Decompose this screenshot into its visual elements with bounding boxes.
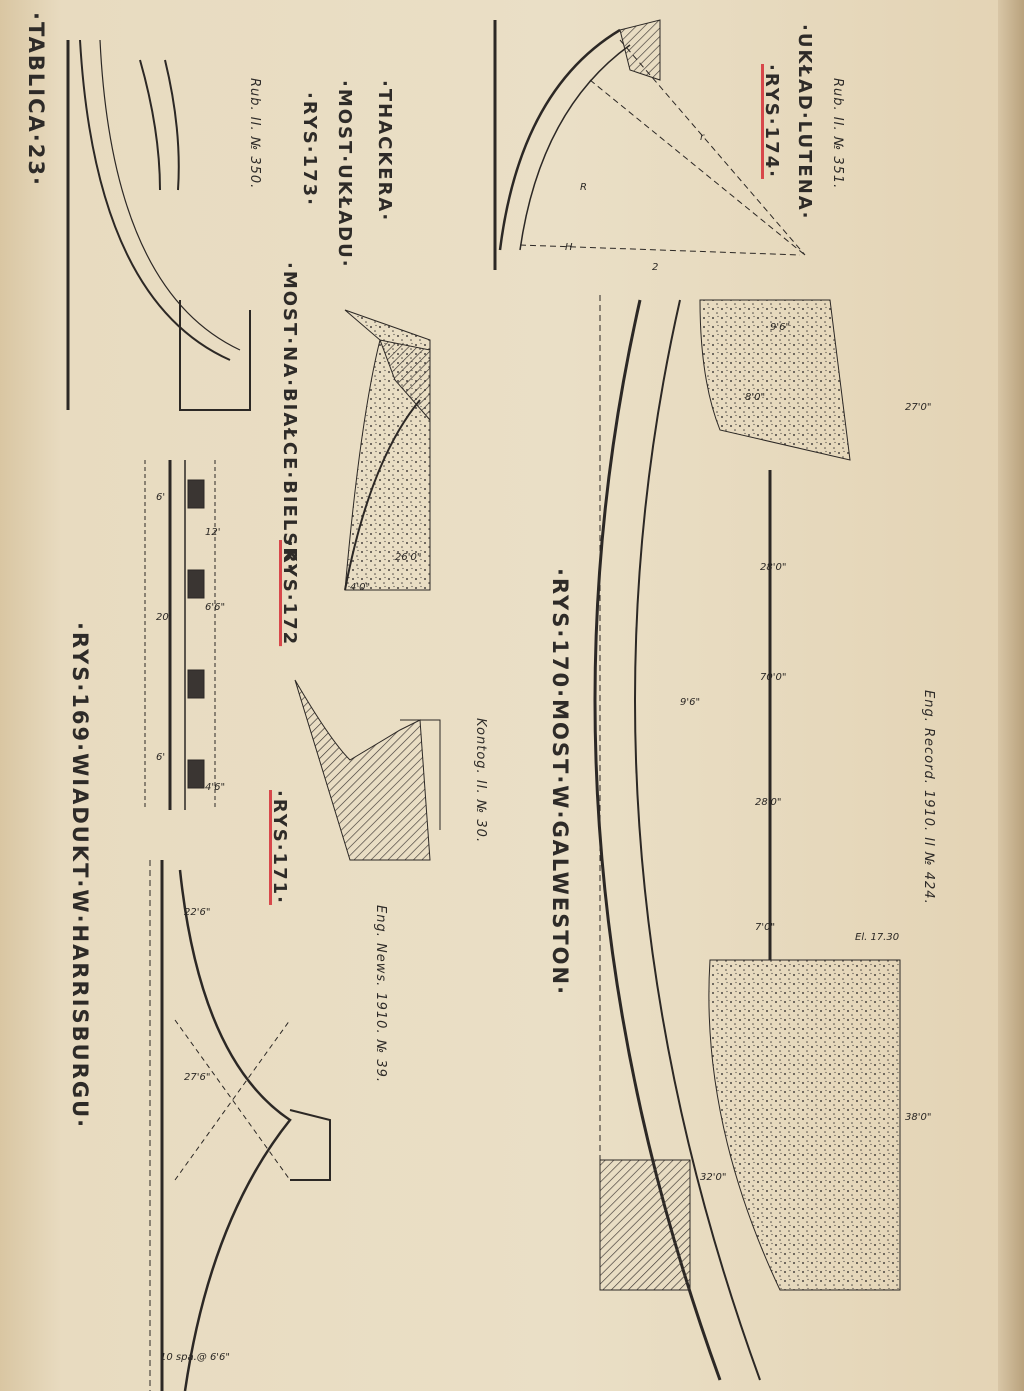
- dim-172-a: 4'0": [350, 582, 370, 593]
- rys170-arch-bridge: [593, 295, 901, 1381]
- dim-169-d: 6': [156, 492, 165, 503]
- dim-169-b: 27'6": [184, 1072, 210, 1083]
- rys169-arch-sketch: [66, 39, 251, 411]
- plate-title: ·TABLICA·23·: [24, 12, 48, 187]
- dim-172-b: 26'0": [395, 552, 421, 563]
- dim-170-h: 7'0": [755, 922, 775, 933]
- dim-174-two: 2: [652, 262, 658, 273]
- dim-169-c: 10 spa.@ 6'6": [160, 1352, 230, 1363]
- rys169-source: Eng. News. 1910. № 39.: [373, 905, 388, 1084]
- dim-170-e: 70'0": [760, 672, 786, 683]
- dim-170-g: 28'0": [755, 797, 781, 808]
- rys171-abutment: [294, 679, 441, 861]
- dim-170-j: 38'0": [905, 1112, 931, 1123]
- dim-170-a: 27'0": [905, 402, 931, 413]
- rys169-deck-section: [144, 460, 216, 810]
- rys172-abutment: [344, 309, 431, 591]
- dim-174-h: H: [565, 242, 573, 253]
- rys169-title: ·RYS·169·WIADUKT·W·HARRISBURGU·: [68, 622, 92, 1130]
- dim-174-r-small: r: [700, 132, 705, 143]
- dim-170-k: 32'0": [700, 1172, 726, 1183]
- rys171-label: ·RYS·171·: [269, 790, 290, 905]
- dim-170-d: 28'0": [760, 562, 786, 573]
- dim-169-g: 6'6": [205, 602, 225, 613]
- dimension-labels: 22'6" 27'6" 10 spa.@ 6'6" 6' 20' 12' 6'6…: [156, 132, 931, 1363]
- rys169-pier-elevation: [149, 860, 331, 1391]
- dim-169-i: 6': [156, 752, 165, 763]
- rys173-line1: ·MOST·UKŁADU·: [334, 80, 355, 269]
- rys174-caption: ·UKŁAD·LUTENA·: [794, 24, 815, 221]
- binding-spine: [998, 0, 1024, 1391]
- rys174-source: Rub. II. № 351.: [830, 78, 845, 190]
- dim-169-f: 12': [205, 527, 220, 538]
- rys171-source: Kontog. II. № 30.: [473, 718, 488, 844]
- rys170-title: ·RYS·170·MOST·W·GALWESTON·: [548, 568, 572, 997]
- dim-170-f: 9'6": [680, 697, 700, 708]
- dim-169-a: 22'6": [184, 907, 210, 918]
- rys173-source: Rub. II. № 350.: [247, 78, 262, 190]
- rys172-caption: ·MOST·NA·BIAŁCE·BIELSK·: [279, 262, 300, 573]
- rys170-source: Eng. Record. 1910. II № 424.: [921, 690, 936, 905]
- dim-170-c: 8'0": [745, 392, 765, 403]
- dim-170-b: 9'6": [770, 322, 790, 333]
- rys174-label: ·RYS·174·: [761, 64, 782, 179]
- rys174-layout: [493, 19, 806, 270]
- rys173-line2: ·THACKERA·: [374, 80, 395, 223]
- rys173-label: ·RYS·173·: [299, 92, 320, 207]
- dim-174-r: R: [580, 182, 587, 193]
- dim-169-e: 20': [156, 612, 171, 623]
- dim-170-i: El. 17.30: [855, 932, 899, 943]
- dim-169-h: 4'6": [205, 782, 225, 793]
